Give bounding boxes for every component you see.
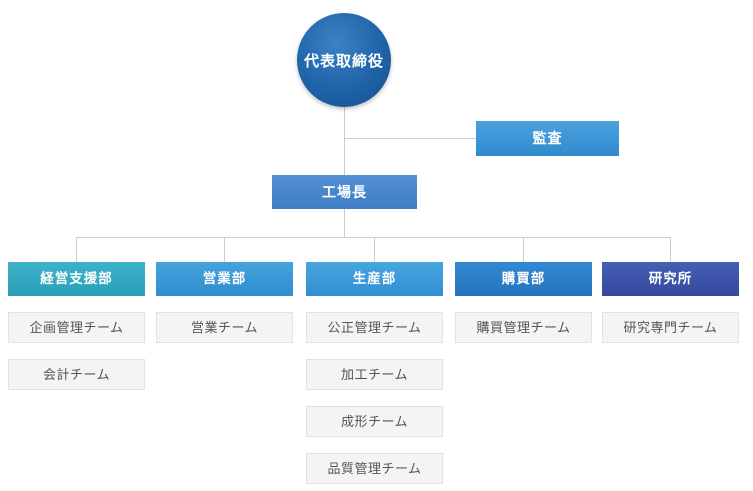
department-header: 経営支援部: [8, 262, 145, 296]
department-header: 購買部: [455, 262, 592, 296]
connector-manager-to-branch: [344, 209, 345, 237]
node-audit-label: 監査: [532, 130, 563, 146]
team-box: 購買管理チーム: [455, 312, 592, 343]
team-box: 企画管理チーム: [8, 312, 145, 343]
team-box: 品質管理チーム: [306, 453, 443, 484]
department-header: 研究所: [602, 262, 739, 296]
department-column-management-support: 経営支援部 企画管理チーム 会計チーム: [8, 262, 145, 390]
node-representative-director: 代表取締役: [297, 13, 391, 107]
team-box: 営業チーム: [156, 312, 293, 343]
department-column-sales: 営業部 営業チーム: [156, 262, 293, 343]
connector-drop-dept2: [224, 237, 225, 262]
department-header: 営業部: [156, 262, 293, 296]
connector-drop-dept4: [523, 237, 524, 262]
department-header: 生産部: [306, 262, 443, 296]
connector-branch-horizontal: [76, 237, 671, 238]
department-column-purchasing: 購買部 購買管理チーム: [455, 262, 592, 343]
team-box: 公正管理チーム: [306, 312, 443, 343]
connector-root-to-manager: [344, 105, 345, 175]
team-box: 研究専門チーム: [602, 312, 739, 343]
team-box: 加工チーム: [306, 359, 443, 390]
connector-drop-dept3: [374, 237, 375, 262]
department-column-research: 研究所 研究専門チーム: [602, 262, 739, 343]
team-box: 会計チーム: [8, 359, 145, 390]
department-column-production: 生産部 公正管理チーム 加工チーム 成形チーム 品質管理チーム: [306, 262, 443, 484]
connector-to-audit: [344, 138, 476, 139]
connector-drop-dept1: [76, 237, 77, 262]
node-factory-manager-label: 工場長: [322, 184, 367, 200]
team-box: 成形チーム: [306, 406, 443, 437]
node-audit: 監査: [476, 121, 619, 156]
node-factory-manager: 工場長: [272, 175, 417, 209]
connector-drop-dept5: [670, 237, 671, 262]
node-representative-director-label: 代表取締役: [303, 52, 384, 70]
